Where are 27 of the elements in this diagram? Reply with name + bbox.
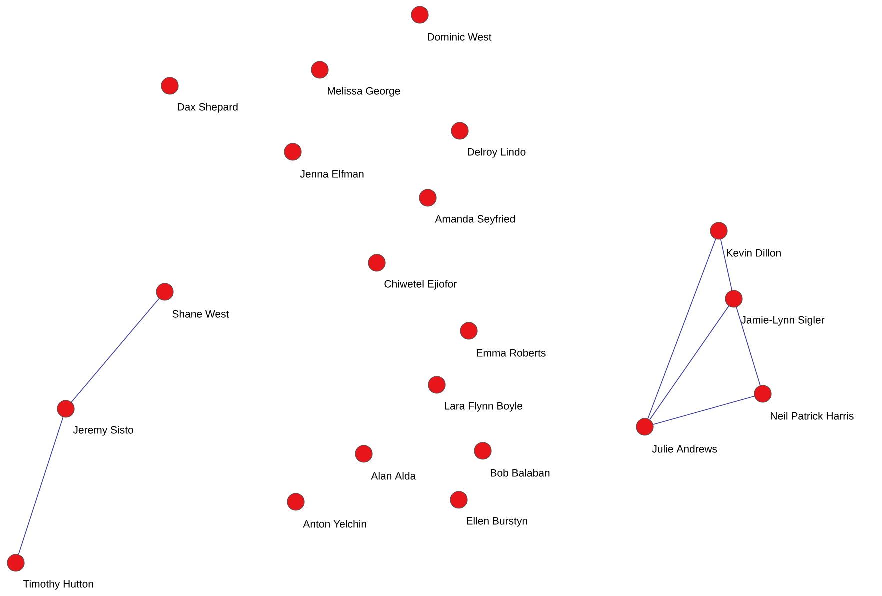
connector-line bbox=[71, 298, 160, 403]
name-label: Shane West bbox=[172, 310, 230, 318]
connector-line bbox=[720, 239, 732, 291]
name-label: Bob Balaban bbox=[491, 469, 550, 477]
name-label: Jamie-Lynn Sigler bbox=[741, 316, 825, 326]
name-label: Dominic West bbox=[428, 33, 492, 41]
connector-line bbox=[653, 396, 755, 426]
name-label: Jenna Elfman bbox=[300, 170, 364, 178]
name-label: Neil Patrick Harris bbox=[771, 412, 854, 420]
name-label: Amanda Seyfried bbox=[435, 215, 516, 225]
connector-line bbox=[18, 416, 64, 556]
name-label: Ellen Burstyn bbox=[467, 517, 528, 527]
connector-line bbox=[736, 307, 761, 386]
name-label: Chiwetel Ejiofor bbox=[384, 280, 457, 290]
name-label: Melissa George bbox=[328, 87, 400, 97]
name-label: Emma Roberts bbox=[477, 349, 546, 357]
name-label: Timothy Hutton bbox=[23, 580, 94, 590]
name-label: Lara Flynn Boyle bbox=[445, 402, 522, 412]
name-label: Delroy Lindo bbox=[468, 148, 526, 158]
name-label: Dax Shepard bbox=[178, 103, 238, 113]
name-label: Julie Andrews bbox=[652, 445, 718, 453]
connector-line bbox=[648, 238, 716, 420]
name-label: Jeremy Sisto bbox=[73, 426, 134, 436]
name-label: Kevin Dillon bbox=[727, 249, 781, 257]
name-label: Anton Yelchin bbox=[303, 520, 366, 528]
name-label: Alan Alda bbox=[371, 472, 416, 480]
connector-line bbox=[650, 306, 730, 420]
